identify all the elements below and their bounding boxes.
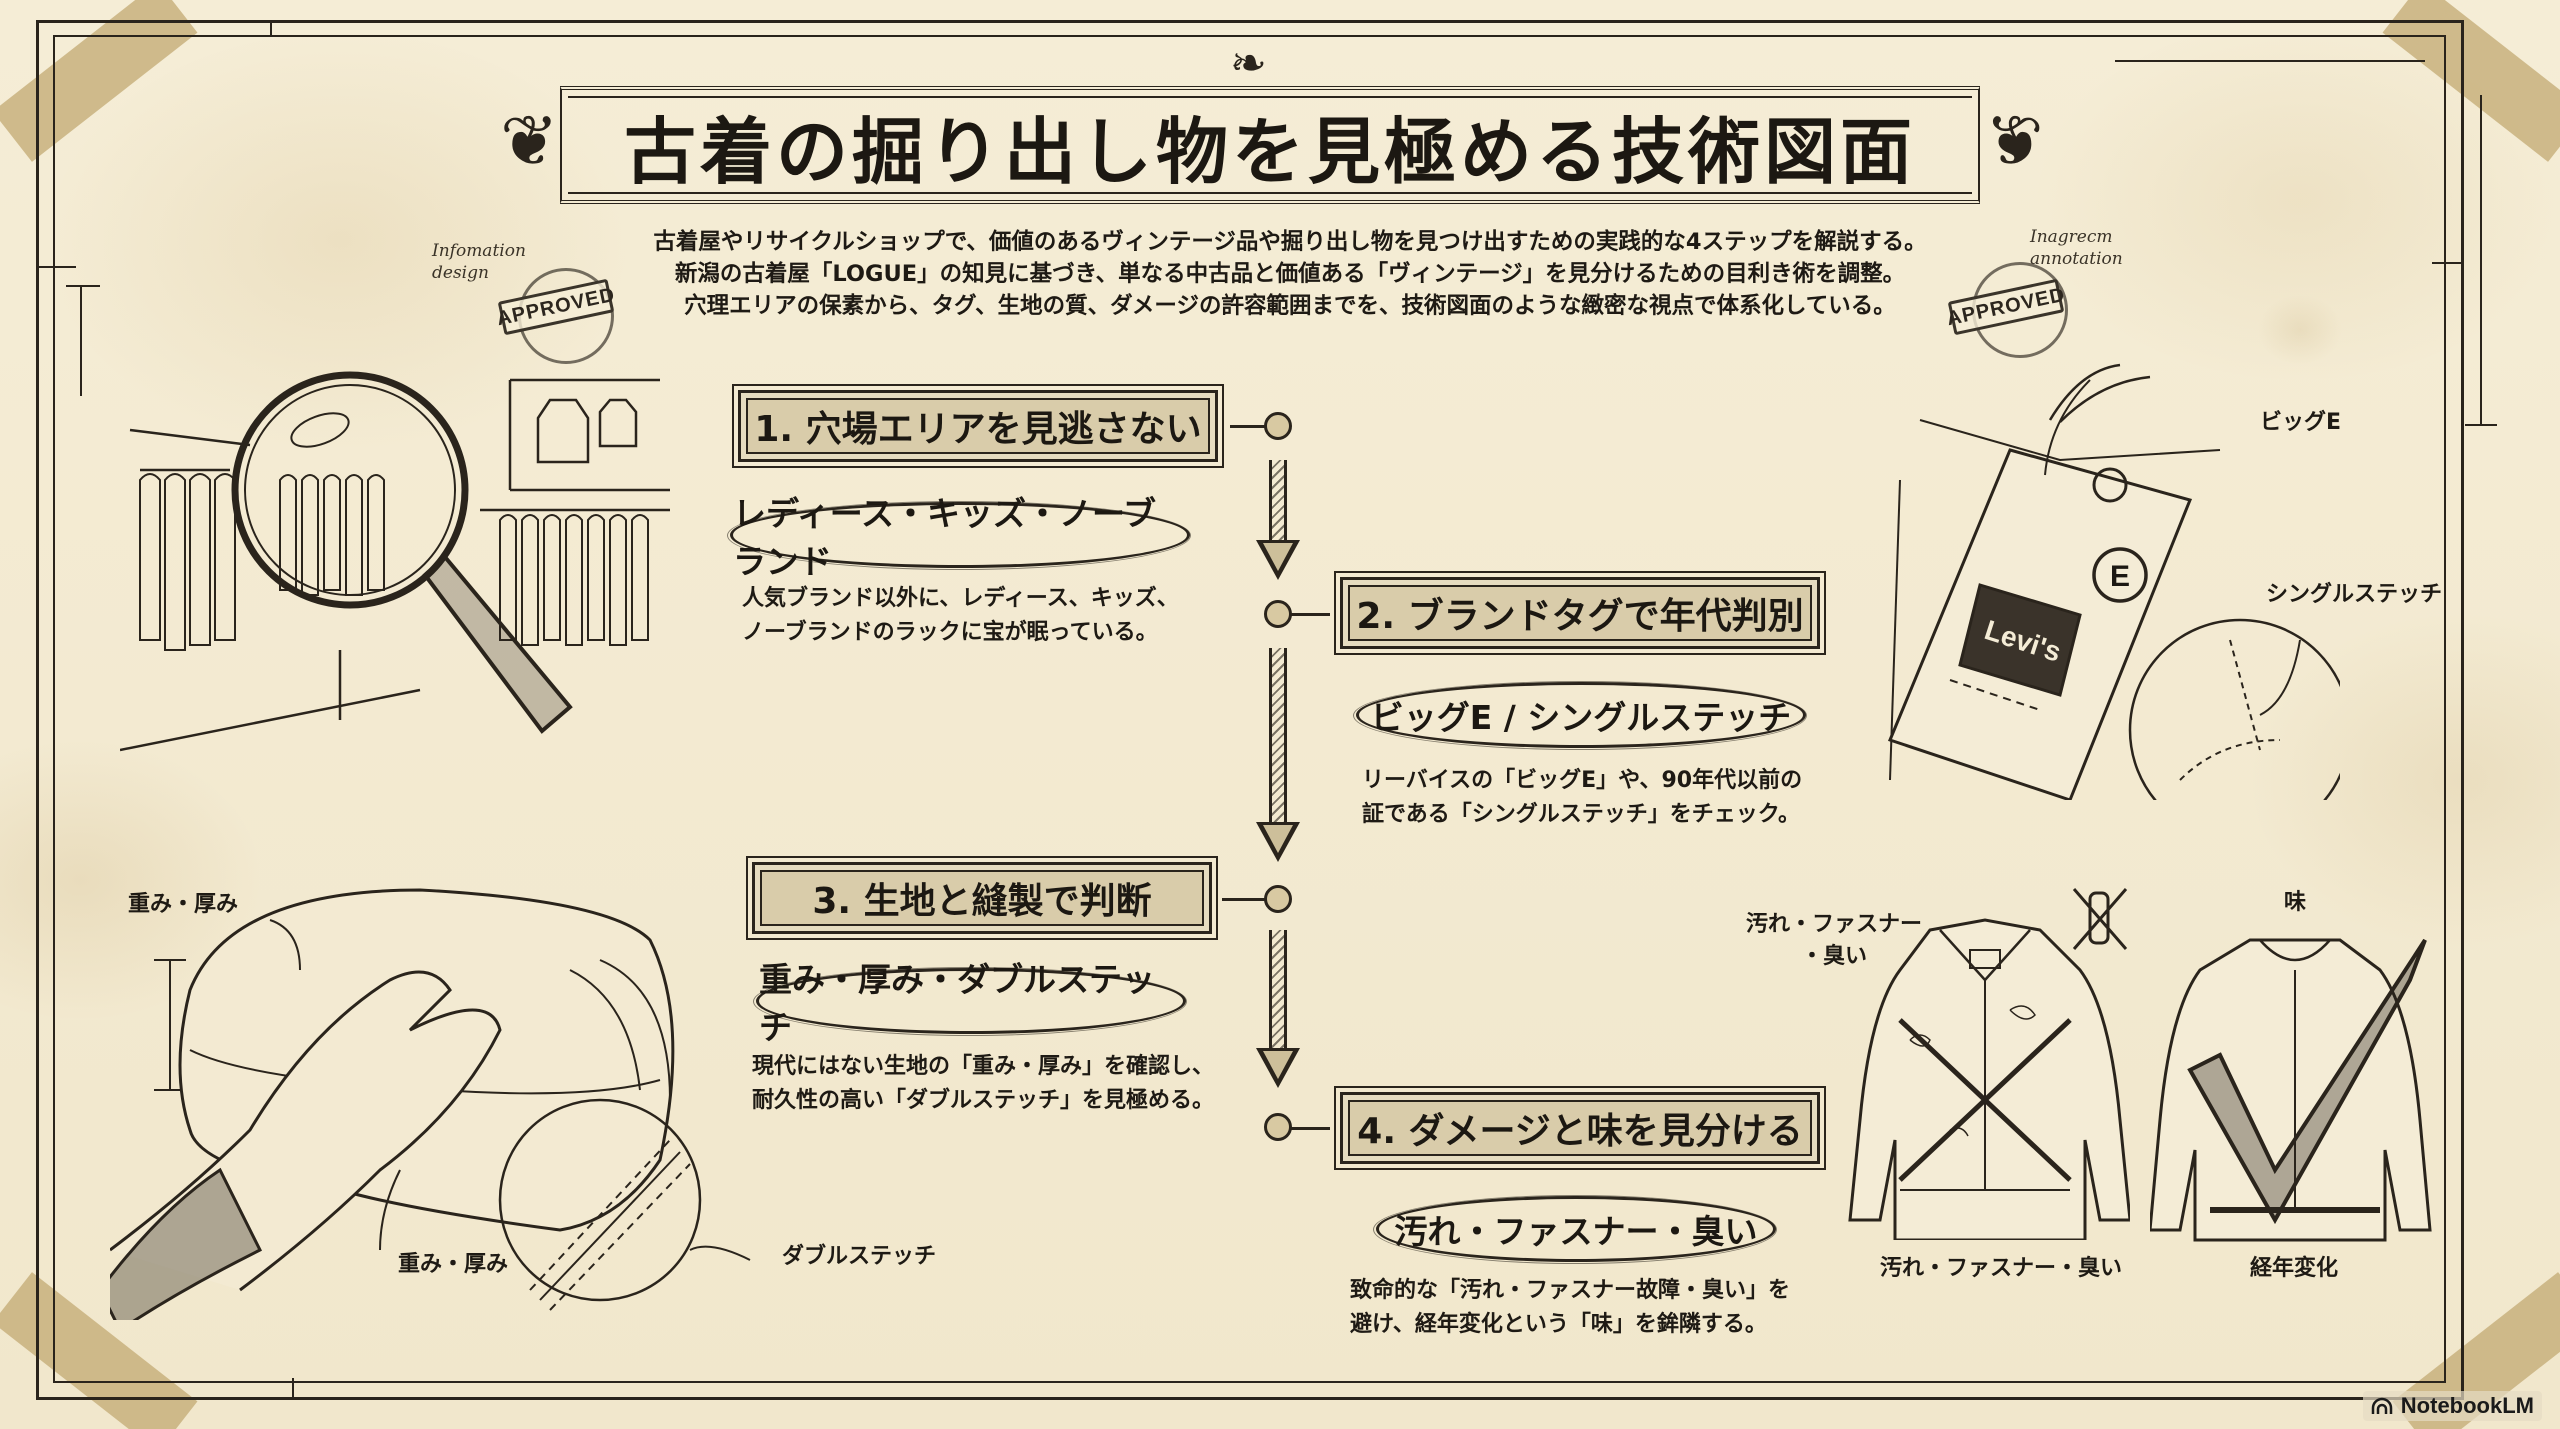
step-1-description: 人気ブランド以外に、レディース、キッズ、 ノーブランドのラックに宝が眠っている。 <box>742 586 1179 645</box>
brand-label: NotebookLM <box>2400 1393 2534 1418</box>
annotation-left: Infomation design <box>432 241 526 283</box>
step-3-header: 3. 生地と縫製で判断 <box>746 856 1218 940</box>
label-double-stitch: ダブルステッチ <box>782 1244 937 1269</box>
frame-tick <box>2432 262 2464 264</box>
dimension-cap <box>66 285 100 287</box>
step-4-keyword: 汚れ・ファスナー・臭い <box>1373 1195 1777 1264</box>
label-weight-thickness-top: 重み・厚み <box>128 892 239 917</box>
title-plaque: 古着の掘り出し物を見極める技術図面 <box>560 86 1980 204</box>
step-2-description: リーバイスの「ビッグE」や、90年代以前の 証である「シングルステッチ」をチェッ… <box>1362 768 1803 827</box>
notebooklm-logo-icon <box>2371 1397 2393 1414</box>
step-1-keyword: レディース・キッズ・ノーブランド <box>727 494 1191 581</box>
label-weight-thickness-bottom: 重み・厚み <box>398 1252 509 1277</box>
label-good-jacket-bottom: 経年変化 <box>2250 1256 2339 1281</box>
step-4-connector <box>1290 1127 1330 1130</box>
label-good-jacket-top: 味 <box>2284 890 2307 915</box>
step-4-description: 致命的な「汚れ・ファスナー故障・臭い」を 避け、経年変化という「味」を鉾隣する。 <box>1350 1278 1791 1337</box>
dimension-line-left <box>80 286 82 396</box>
hand-fabric-icon <box>110 888 751 1320</box>
frame-tick <box>270 20 272 37</box>
notebooklm-watermark: NotebookLM <box>2362 1391 2542 1421</box>
page-title: 古着の掘り出し物を見極める技術図面 <box>623 108 1916 194</box>
step-3-description: 現代にはない生地の「重み・厚み」を確認し、 耐久性の高い「ダブルステッチ」を見極… <box>752 1054 1215 1113</box>
annotation-right: Inagrecm annotation <box>2030 227 2123 269</box>
step-2-header: 2. ブランドタグで年代判別 <box>1334 571 1826 655</box>
intro-line: 新潟の古着屋「LOGUE」の知見に基づき、単なる中古品と価値ある「ヴィンテージ」… <box>674 261 1906 287</box>
dimension-line-top <box>2115 60 2425 62</box>
dimension-line-right <box>2480 95 2482 425</box>
levis-tag-icon: E Levi's <box>1887 363 2340 800</box>
frame-outer <box>36 20 2464 1400</box>
frame-tick <box>292 1378 294 1400</box>
flow-arrow-down-icon <box>1256 460 1300 580</box>
flourish-top-icon: ❧ <box>1230 38 1267 89</box>
magnifying-glass-store-icon <box>120 371 670 752</box>
step-4-header: 4. ダメージと味を見分ける <box>1334 1086 1826 1170</box>
flow-arrow-down-icon <box>1256 648 1300 864</box>
frame-inner <box>53 35 2446 1383</box>
flow-arrow-down-icon <box>1256 930 1300 1090</box>
step-3-node <box>1264 885 1292 913</box>
intro-line: 穴理エリアの保素から、タグ、生地の質、ダメージの許容範囲までを、技術図面のような… <box>684 293 1896 319</box>
step-2-connector <box>1290 613 1330 616</box>
label-bad-jacket-bottom: 汚れ・ファスナー・臭い <box>1880 1256 2123 1281</box>
intro-text: 古着屋やリサイクルショップで、価値のあるヴィンテージ品や掘り出し物を見つけ出すた… <box>600 226 1980 322</box>
step-1-connector <box>1230 425 1266 428</box>
svg-text:E: E <box>2110 560 2130 593</box>
no-zipper-icon <box>2072 888 2128 950</box>
step-4-node <box>1264 1113 1292 1141</box>
frame-tick <box>36 266 76 268</box>
label-bad-jacket-top: 汚れ・ファスナー ・臭い <box>1746 912 1923 969</box>
flourish-right-icon: ❦ <box>1985 100 2044 182</box>
aged-jacket-icon <box>2150 938 2432 1242</box>
step-1-header: 1. 穴場エリアを見逃さない <box>732 384 1224 468</box>
step-2-node <box>1264 600 1292 628</box>
flourish-left-icon: ❦ <box>500 100 559 182</box>
dimension-cap <box>2465 424 2497 426</box>
damaged-jacket-icon <box>1848 918 2130 1240</box>
label-big-e: ビッグE <box>2260 410 2342 435</box>
step-3-connector <box>1222 898 1266 901</box>
label-single-stitch: シングルステッチ <box>2266 582 2443 607</box>
step-1-node <box>1264 412 1292 440</box>
step-2-keyword: ビッグE / シングルステッチ <box>1353 681 1807 750</box>
intro-line: 古着屋やリサイクルショップで、価値のあるヴィンテージ品や掘り出し物を見つけ出すた… <box>653 229 1927 255</box>
